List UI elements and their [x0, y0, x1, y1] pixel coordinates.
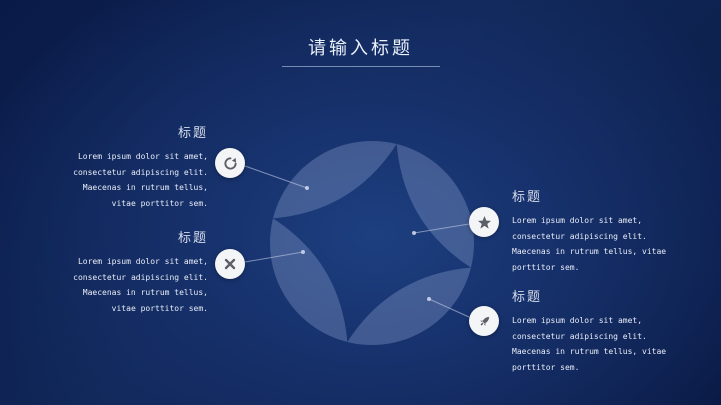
close-icon	[224, 258, 236, 270]
item-body: Lorem ipsum dolor sit amet, consectetur …	[512, 316, 667, 372]
item-body: Lorem ipsum dolor sit amet, consectetur …	[73, 257, 208, 313]
content-block-top-left[interactable]: 标题 Lorem ipsum dolor sit amet, consectet…	[56, 122, 208, 211]
item-heading: 标题	[512, 189, 543, 204]
icon-circle-refresh	[215, 148, 245, 178]
item-heading: 标题	[512, 289, 543, 304]
page-title[interactable]: 请输入标题	[308, 38, 413, 58]
icon-circle-close	[215, 249, 245, 279]
item-heading: 标题	[177, 230, 208, 245]
title-divider	[281, 66, 440, 67]
rocket-icon	[479, 316, 489, 326]
item-body: Lorem ipsum dolor sit amet, consectetur …	[73, 152, 208, 208]
content-block-bottom-right[interactable]: 标题 Lorem ipsum dolor sit amet, consectet…	[512, 286, 672, 375]
star-icon	[477, 215, 491, 229]
icon-circle-rocket	[469, 306, 499, 336]
icon-circle-star	[469, 207, 499, 237]
content-block-bottom-left[interactable]: 标题 Lorem ipsum dolor sit amet, consectet…	[56, 227, 208, 316]
item-body: Lorem ipsum dolor sit amet, consectetur …	[512, 216, 667, 272]
refresh-icon	[223, 156, 237, 170]
connector-dots	[301, 186, 431, 301]
item-heading: 标题	[177, 125, 208, 140]
content-block-middle-right[interactable]: 标题 Lorem ipsum dolor sit amet, consectet…	[512, 186, 672, 275]
connector-lines	[244, 165, 470, 318]
